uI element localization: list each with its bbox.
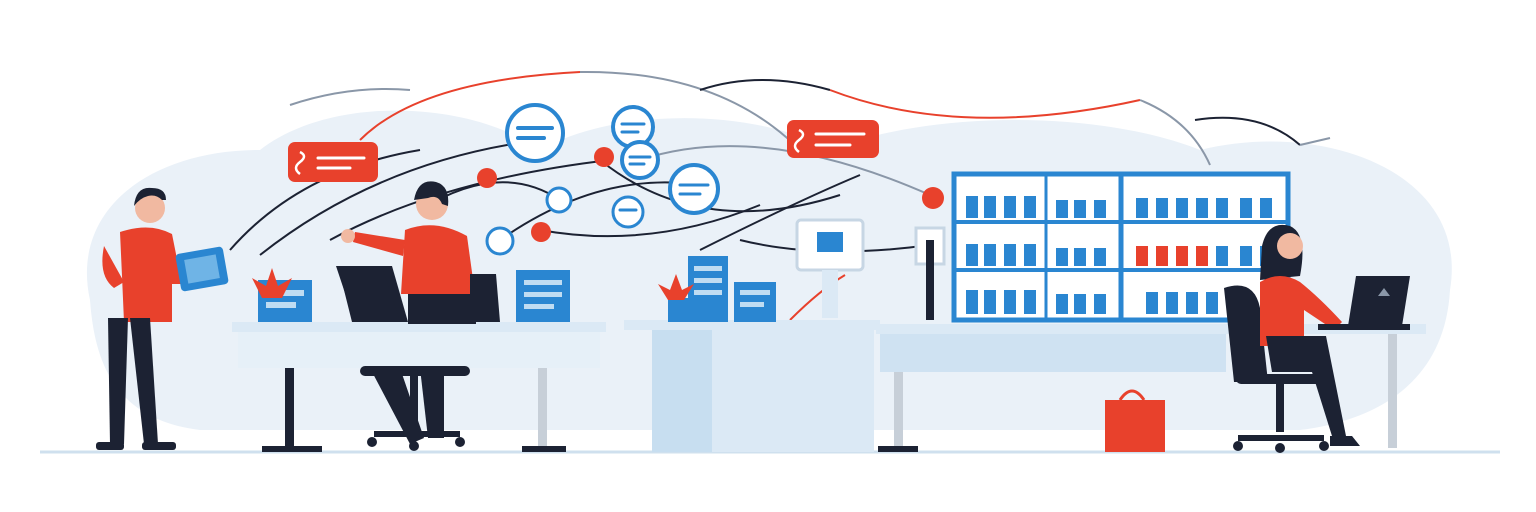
- shopping-bag-icon: [1105, 389, 1165, 452]
- standing-person: [96, 187, 182, 450]
- middle-counter: [624, 320, 880, 452]
- blue-box: [688, 256, 728, 322]
- notification-card: [787, 120, 879, 158]
- office-chair-right: [1224, 285, 1329, 453]
- blue-box: [668, 298, 690, 322]
- notification-card: [288, 142, 378, 182]
- network-nodes: [477, 147, 944, 242]
- left-desk: [232, 322, 606, 452]
- laptop-icon: [1318, 276, 1410, 330]
- red-plant: [658, 274, 694, 300]
- chat-bubble-icon: [545, 186, 573, 214]
- laptop-icon: [336, 266, 400, 320]
- display-stand: [914, 226, 946, 320]
- seated-person-right: [1260, 224, 1360, 446]
- chat-bubble-icon: [611, 195, 645, 229]
- chat-bubble-icon: [611, 105, 655, 149]
- blue-box: [734, 282, 776, 322]
- chat-bubble-icon: [620, 140, 660, 180]
- tablet: [175, 246, 229, 292]
- right-desk: [876, 324, 1426, 452]
- red-plant: [252, 268, 292, 298]
- chat-bubble-icon: [668, 163, 720, 215]
- computer-monitor: [795, 218, 865, 318]
- blue-box: [516, 270, 570, 322]
- chat-bubble-icon: [505, 103, 565, 163]
- chat-bubble-icon: [485, 226, 515, 256]
- shelving-unit: [951, 171, 1291, 323]
